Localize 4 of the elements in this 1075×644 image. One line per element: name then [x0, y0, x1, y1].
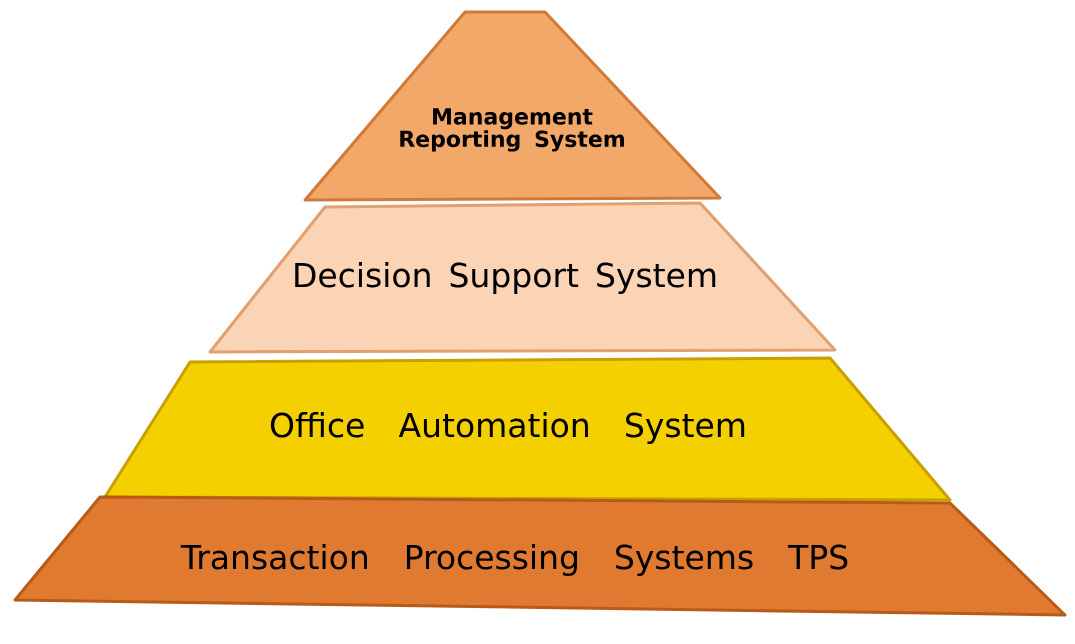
pyramid-layer: Transaction Processing Systems TPS — [13, 495, 1067, 617]
pyramid-layer: Decision Support System — [208, 201, 837, 354]
pyramid-layer: Office Automation System — [103, 356, 952, 502]
pyramid-layer: Management Reporting System — [303, 10, 722, 202]
